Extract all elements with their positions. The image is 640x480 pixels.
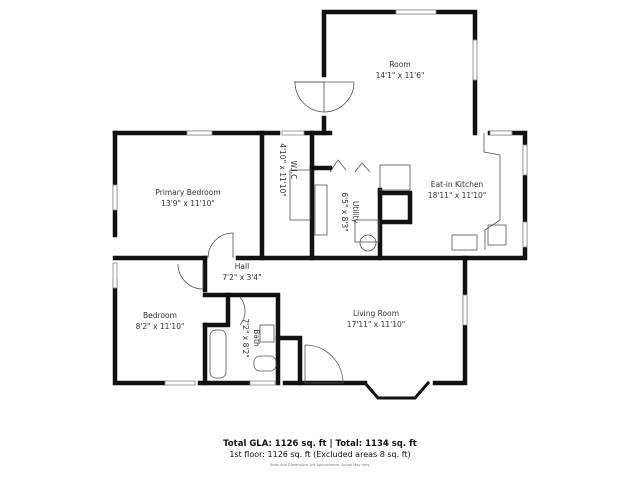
- room-name: Bedroom: [143, 311, 177, 320]
- room-kitchen: Eat-in Kitchen 18'11" x 11'10": [428, 180, 486, 200]
- room-dims: 13'9" x 11'10": [161, 199, 215, 208]
- room-primary-bedroom: Primary Bedroom 13'9" x 11'10": [155, 188, 220, 208]
- room-name: Room: [389, 60, 410, 69]
- windows: [112, 9, 528, 386]
- room-name: W.I.C: [289, 161, 298, 180]
- room-name: Eat-in Kitchen: [431, 180, 484, 189]
- room-name: Living Room: [353, 309, 399, 318]
- room-living-room: Living Room 17'11" x 11'10": [347, 309, 405, 329]
- room-utility: Utility 6'5" x 8'3": [340, 192, 360, 231]
- room-hall: Hall 7'2" x 3'4": [222, 262, 261, 282]
- doors: [177, 81, 371, 384]
- walls: [112, 9, 528, 400]
- room-dims: 7'2" x 3'4": [222, 273, 261, 282]
- room-bath: Bath 7'2" x 8'2": [241, 318, 261, 357]
- fixtures: [209, 133, 507, 379]
- room-bedroom: Bedroom 8'2" x 11'10": [136, 311, 185, 331]
- area-totals: Total GLA: 1126 sq. ft | Total: 1134 sq.…: [223, 439, 417, 449]
- room-dims: 17'11" x 11'10": [347, 320, 405, 329]
- room-dims: 4'10" x 11'10": [278, 143, 287, 197]
- room-name: Primary Bedroom: [155, 188, 220, 197]
- disclaimer: Sizes And Dimensions Are Approximate. Ac…: [269, 463, 371, 467]
- room-wic: W.I.C 4'10" x 11'10": [278, 143, 298, 197]
- room-room: Room 14'1" x 11'6": [376, 60, 425, 80]
- room-dims: 14'1" x 11'6": [376, 71, 425, 80]
- room-dims: 8'2" x 11'10": [136, 322, 185, 331]
- room-name: Utility: [351, 201, 360, 224]
- floor-area: 1st floor: 1126 sq. ft (Excluded areas 8…: [229, 450, 411, 459]
- room-dims: 7'2" x 8'2": [241, 318, 250, 357]
- room-dims: 18'11" x 11'10": [428, 191, 486, 200]
- room-dims: 6'5" x 8'3": [340, 192, 349, 231]
- room-name: Bath: [252, 329, 261, 347]
- room-name: Hall: [235, 262, 249, 271]
